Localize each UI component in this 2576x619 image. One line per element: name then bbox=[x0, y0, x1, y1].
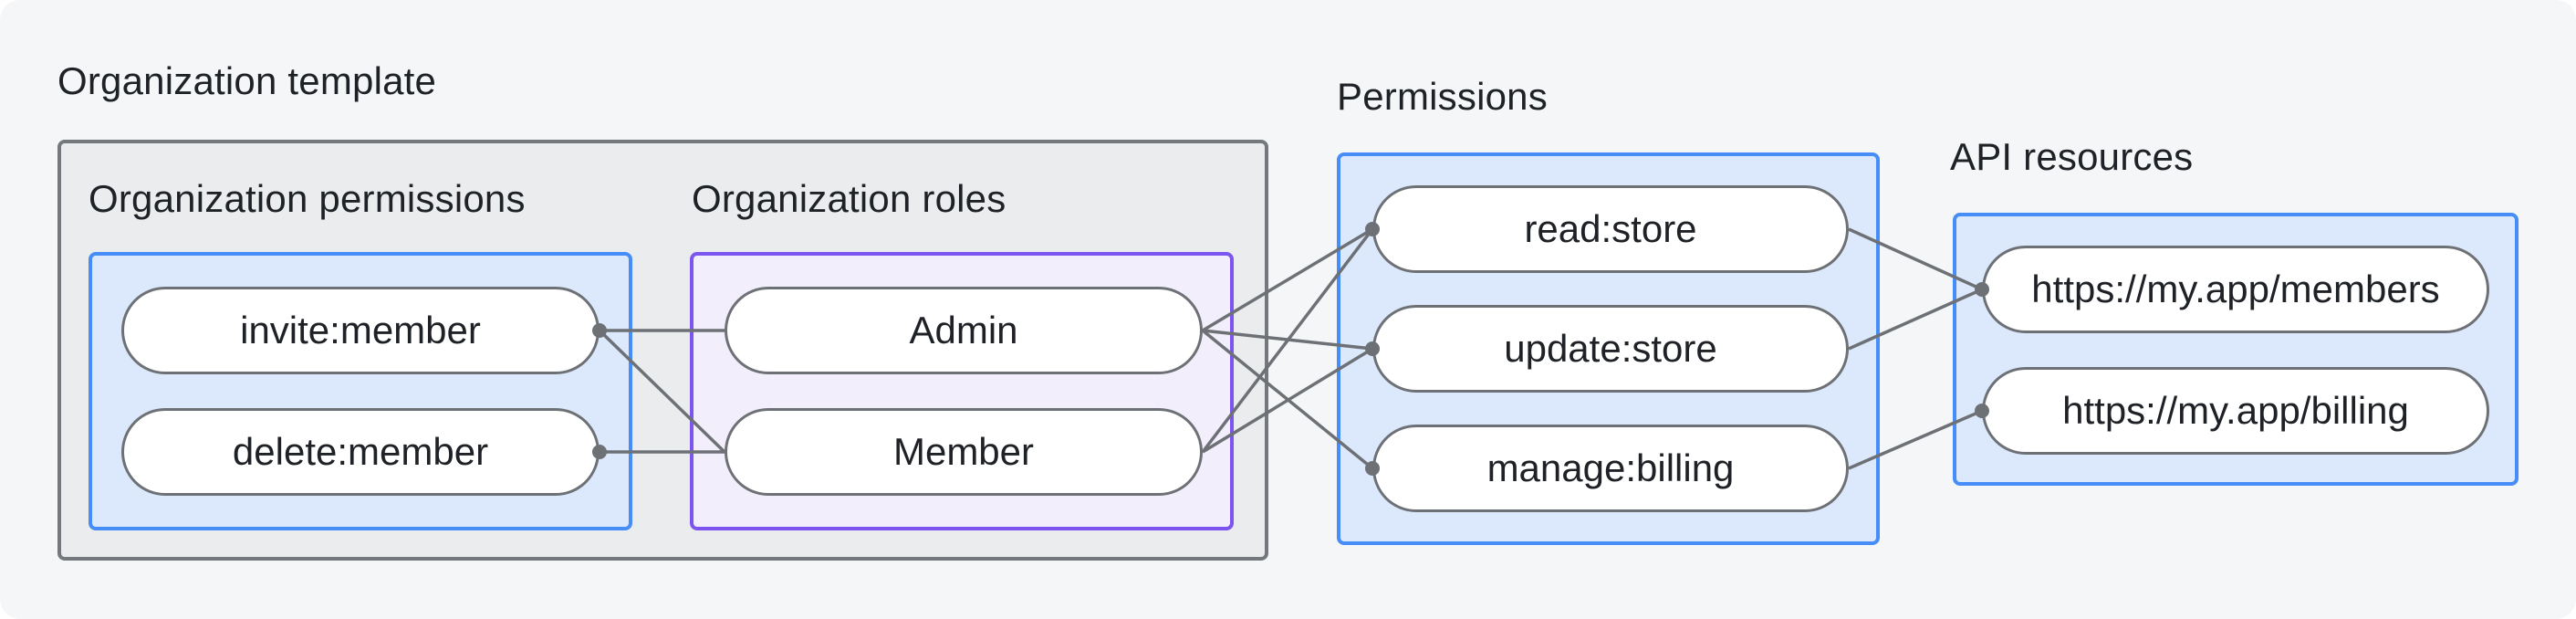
node-manage-billing: manage:billing bbox=[1372, 425, 1849, 512]
org-template-title: Organization template bbox=[57, 59, 437, 102]
node-invite-member: invite:member bbox=[121, 287, 600, 374]
node-delete-member: delete:member bbox=[121, 408, 600, 496]
node-admin: Admin bbox=[725, 287, 1203, 374]
node-url-billing: https://my.app/billing bbox=[1982, 367, 2489, 455]
node-update-store: update:store bbox=[1372, 305, 1849, 393]
org-roles-label: Organization roles bbox=[692, 177, 1006, 220]
node-read-store: read:store bbox=[1372, 185, 1849, 273]
node-member: Member bbox=[725, 408, 1203, 496]
org-permissions-label: Organization permissions bbox=[89, 177, 526, 220]
node-url-members: https://my.app/members bbox=[1982, 246, 2489, 333]
api-resources-label: API resources bbox=[1950, 135, 2194, 178]
permissions-label: Permissions bbox=[1337, 75, 1548, 118]
